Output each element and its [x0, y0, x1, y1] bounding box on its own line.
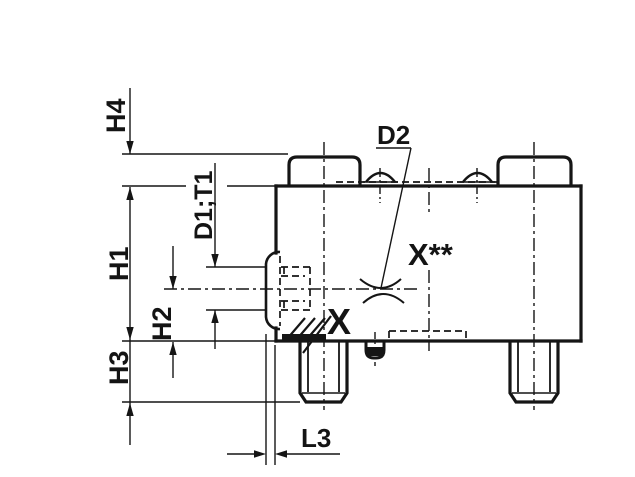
dimension-lines	[129, 88, 340, 455]
arrow-h2-bottom	[169, 342, 177, 355]
label-h3: H3	[104, 350, 134, 385]
arrow-h4-top	[126, 141, 134, 154]
bottom-pin-fill	[367, 347, 383, 356]
label-d2: D2	[377, 120, 410, 150]
arrow-d1t1-top	[211, 254, 219, 267]
bottom-studs	[298, 341, 560, 404]
label-d1t1: D1;T1	[190, 170, 218, 240]
hidden-lines	[279, 181, 498, 340]
label-x-surface: X	[327, 301, 351, 342]
right-bolt-head	[496, 155, 573, 186]
label-h2: H2	[147, 306, 177, 341]
arrow-l3-right	[275, 450, 287, 458]
arrow-h1-bottom	[126, 327, 134, 340]
arrow-d1t1-bottom	[211, 310, 219, 323]
clamping-surface	[282, 315, 332, 354]
label-h1: H1	[104, 246, 134, 281]
body-outline	[274, 184, 583, 343]
screw-domes	[363, 171, 495, 183]
arrow-h3-bottom	[126, 403, 134, 416]
arrow-h2-top	[169, 276, 177, 289]
right-dome-arc	[462, 171, 493, 183]
surface-bar	[282, 334, 326, 342]
left-dome-arc	[365, 171, 396, 183]
left-stud-outline	[298, 341, 349, 404]
d2-leader	[376, 147, 412, 289]
surface-hatching	[286, 315, 332, 354]
label-l3: L3	[301, 423, 331, 453]
arrow-h1-top	[126, 187, 134, 200]
orifice-lower-arc	[362, 293, 405, 304]
bottom-pin	[364, 341, 386, 360]
left-bolt-head	[287, 155, 362, 186]
bottom-pin-outline	[364, 341, 386, 360]
top-bolt-heads	[287, 155, 573, 186]
d2-leader-line	[380, 147, 412, 289]
right-stud-outline	[508, 341, 560, 404]
extension-lines	[122, 153, 300, 465]
dimension-labels: H4 H1 H2 H3 D1;T1 D2 L3 X X**	[101, 98, 454, 453]
label-h4: H4	[101, 98, 131, 133]
orifice-symbol	[359, 278, 405, 304]
orifice-upper-arc	[359, 278, 402, 289]
dimension-arrows	[126, 141, 287, 458]
side-boss-outline	[264, 250, 281, 331]
label-x-detail: X**	[408, 237, 454, 272]
arrow-l3-left	[254, 450, 266, 458]
